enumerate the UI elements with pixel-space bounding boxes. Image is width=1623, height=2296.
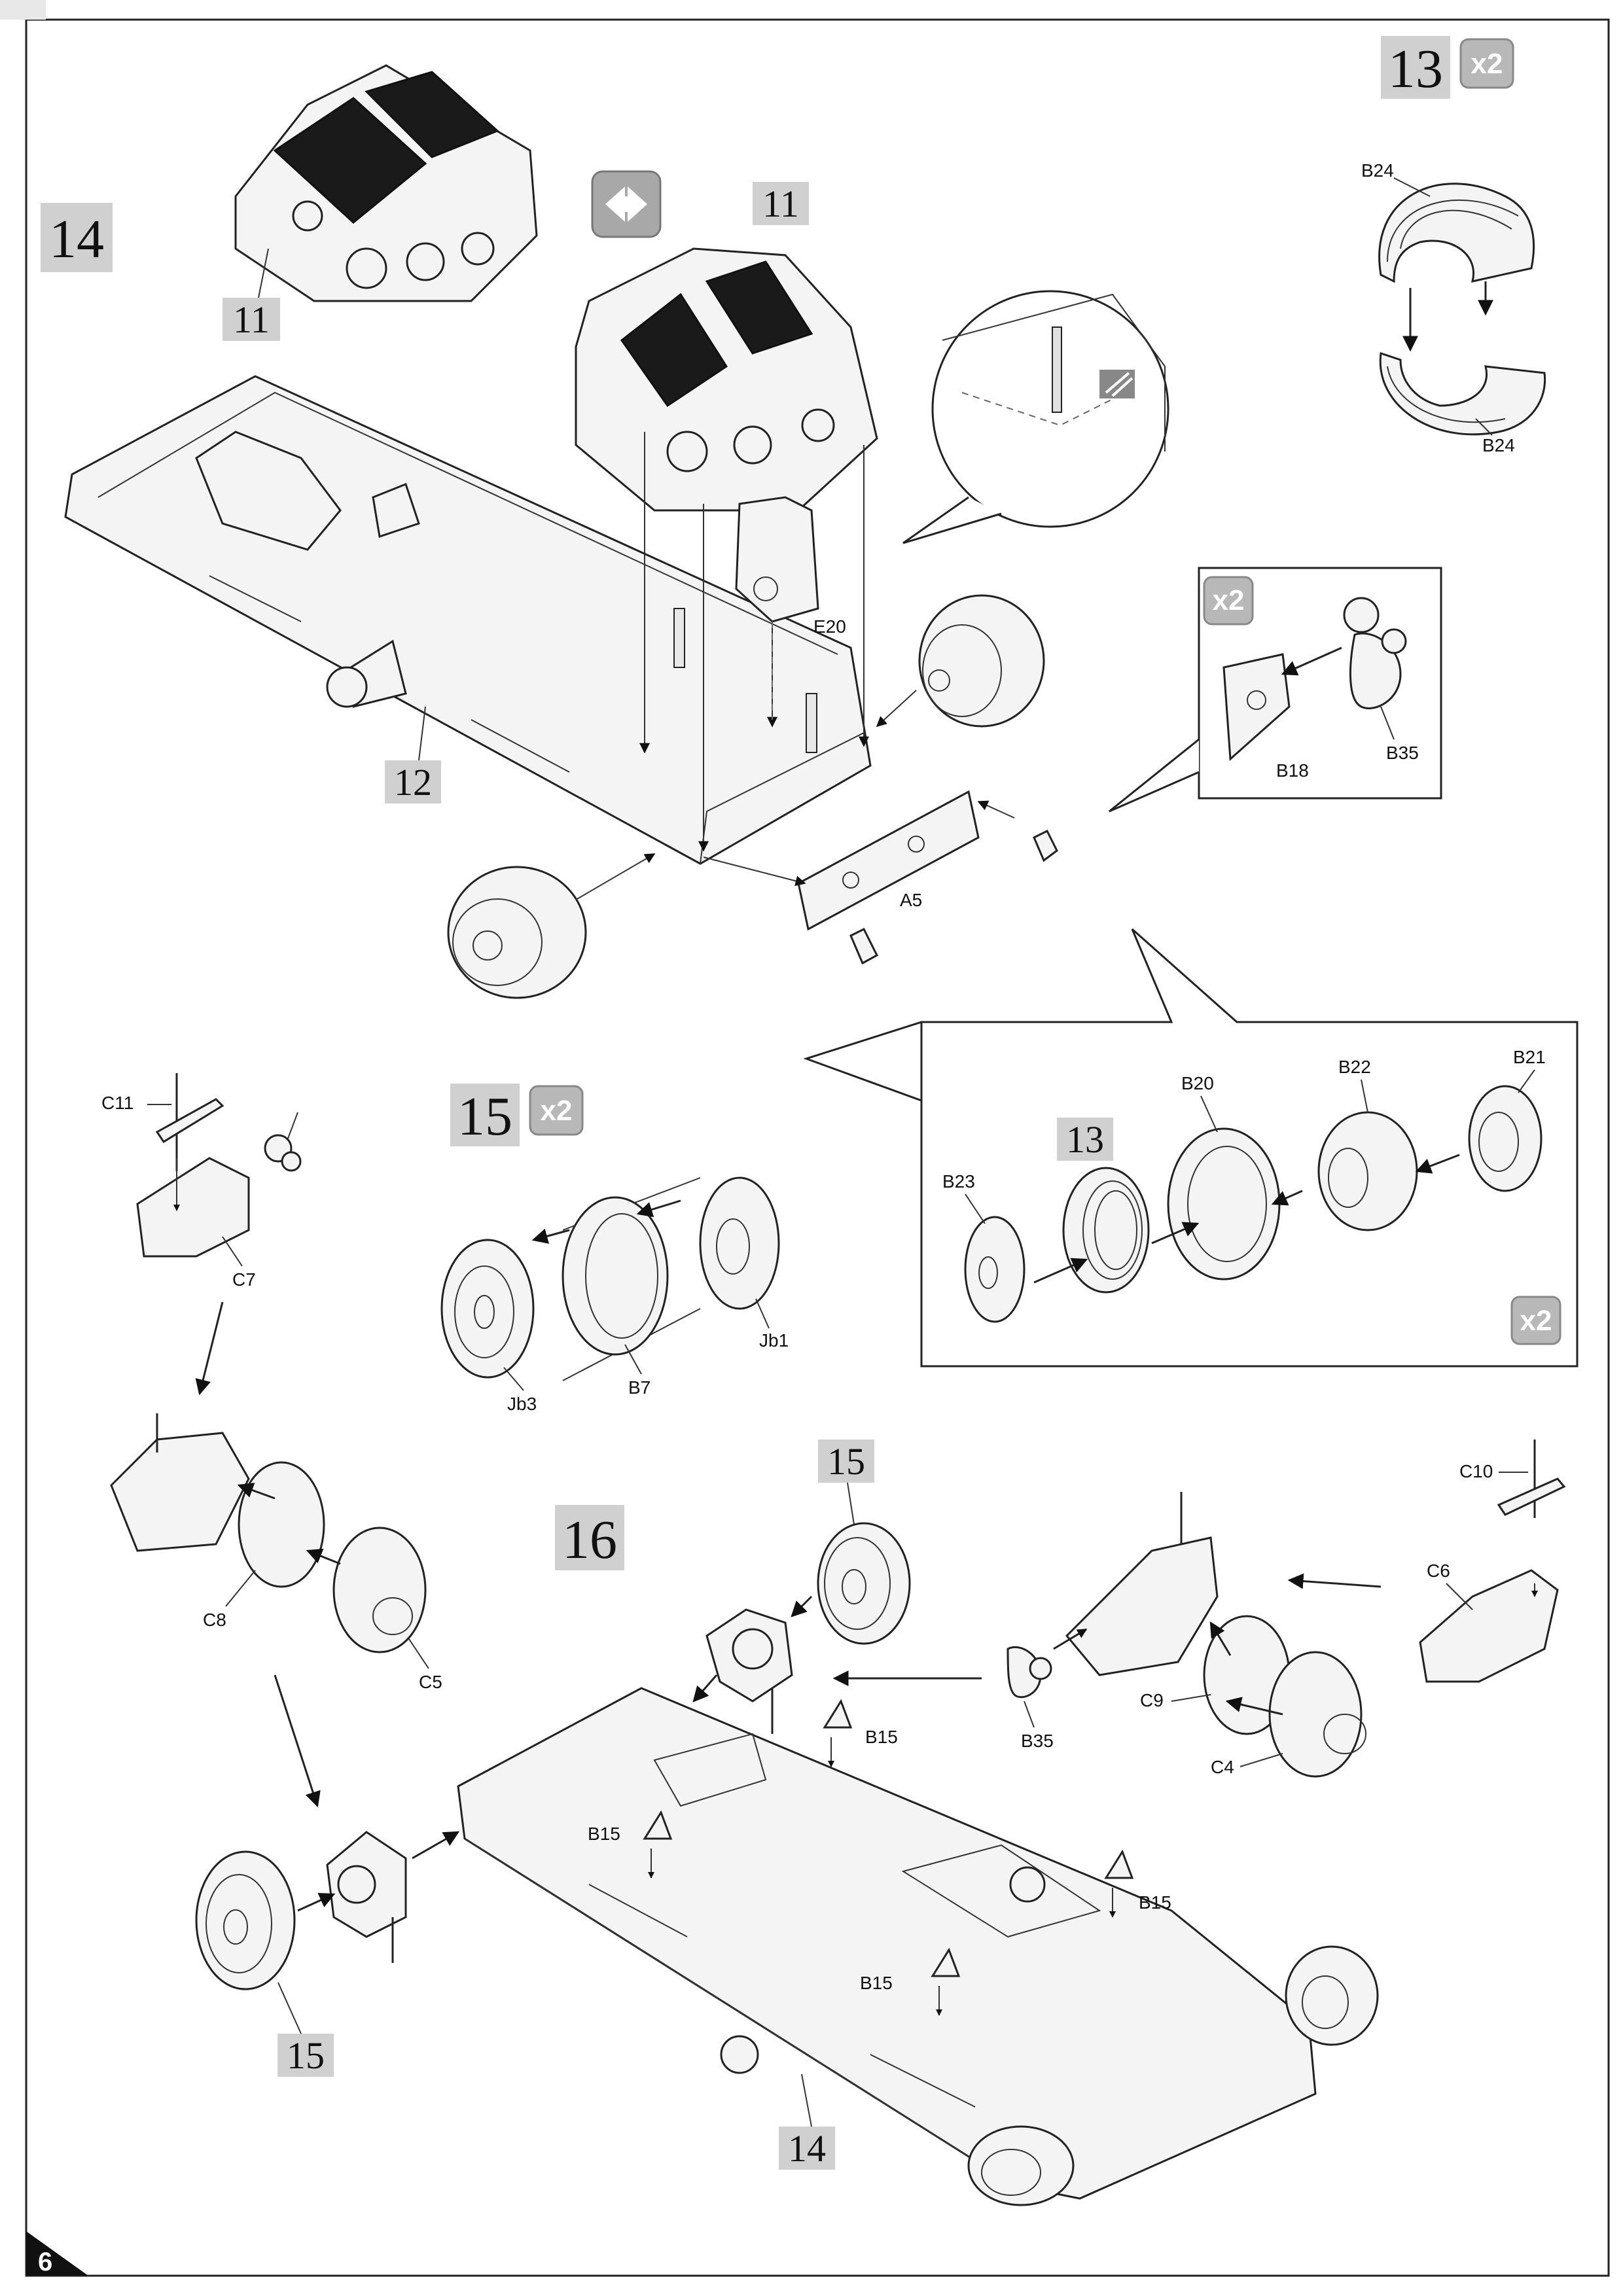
- sub-15a-badge: [818, 1439, 874, 1483]
- label-b15-c: B15: [1139, 1892, 1171, 1913]
- callout-wheel-exploded: x2: [803, 928, 1578, 1368]
- road-wheel-top: [817, 1522, 911, 1645]
- sub-11b-badge: [753, 182, 809, 225]
- callout-b18-multiplier: x2: [1213, 584, 1245, 616]
- suspension-c7-group: [136, 1073, 302, 1258]
- label-c10: C10: [1459, 1461, 1493, 1481]
- label-c9: C9: [1140, 1690, 1164, 1710]
- step-15-badge: 15 x2: [450, 1084, 584, 1147]
- step-13-badge: 13 x2: [1381, 36, 1514, 99]
- label-c11: C11: [101, 1093, 134, 1113]
- wheel-tire-parts: [1378, 183, 1546, 436]
- road-wheel-exploded: [440, 1176, 780, 1381]
- sub-13-number: 13: [1066, 1118, 1104, 1161]
- label-b15-d: B15: [860, 1973, 893, 1993]
- label-c8: C8: [203, 1610, 226, 1630]
- sub-11a-number: 11: [233, 298, 270, 341]
- flip-icon: [591, 170, 662, 238]
- header-strip: [0, 0, 46, 20]
- suspension-c8-c5-group: [110, 1413, 427, 1653]
- label-a5: A5: [900, 890, 922, 910]
- radiator-assembly-center: [575, 247, 878, 512]
- label-c7: C7: [232, 1269, 256, 1290]
- part-b15-fittings: [643, 1699, 1134, 2016]
- label-b15-a: B15: [865, 1727, 898, 1747]
- page-number: 6: [38, 2248, 52, 2276]
- label-b23: B23: [942, 1171, 975, 1192]
- sub-15a-number: 15: [827, 1440, 865, 1483]
- label-c5: C5: [419, 1672, 442, 1692]
- label-jb1: Jb1: [759, 1330, 789, 1351]
- step-13-number: 13: [1388, 39, 1443, 99]
- hull-bottom: [457, 1687, 1379, 2206]
- sub-15b-number: 15: [287, 2034, 325, 2077]
- sub-13-badge: [1057, 1118, 1113, 1161]
- page-border: [25, 18, 1610, 2277]
- label-b7: B7: [628, 1377, 651, 1398]
- callout-b18-b35: x2: [1109, 567, 1442, 813]
- label-c6: C6: [1427, 1561, 1450, 1581]
- label-b24-bottom: B24: [1482, 435, 1515, 455]
- label-b18: B18: [1276, 760, 1309, 781]
- page-number-corner: 6: [26, 2231, 88, 2276]
- step-16-number: 16: [562, 1510, 617, 1570]
- hull-main: [64, 375, 872, 865]
- step-15-number: 15: [457, 1086, 512, 1147]
- part-e20: [735, 496, 819, 623]
- step-16-badge: 16: [555, 1505, 624, 1570]
- sub-11a-badge: [223, 298, 280, 341]
- part-a5: [797, 790, 980, 931]
- drive-sprocket-left: [447, 866, 587, 999]
- label-b20: B20: [1181, 1073, 1214, 1093]
- sub-12-badge: [385, 760, 441, 804]
- radiator-assembly-left: [234, 64, 538, 302]
- suspension-arm-top: [705, 1608, 793, 1734]
- sub-11b-number: 11: [762, 183, 799, 225]
- callout-wheel-multiplier: x2: [1520, 1305, 1552, 1337]
- step-13-multiplier: x2: [1471, 48, 1503, 80]
- label-b35-a: B35: [1386, 743, 1419, 763]
- sub-14-badge: [779, 2127, 835, 2170]
- label-c4: C4: [1211, 1757, 1234, 1777]
- label-b35-b: B35: [1021, 1731, 1054, 1751]
- label-e20: E20: [813, 616, 846, 637]
- road-wheel-bottom: [195, 1831, 460, 1990]
- label-b15-b: B15: [588, 1824, 620, 1844]
- towing-hook-bottom: [849, 927, 878, 965]
- label-b24-top: B24: [1361, 160, 1394, 181]
- step-14-number: 14: [49, 209, 104, 270]
- sub-12-number: 12: [394, 761, 432, 804]
- drive-sprocket-right: [918, 594, 1045, 728]
- label-jb3: Jb3: [507, 1394, 537, 1414]
- suspension-c9-c4-group: [1007, 1492, 1366, 1778]
- label-b22: B22: [1338, 1057, 1371, 1077]
- sub-15b-badge: [277, 2034, 334, 2077]
- detail-magnifier: [902, 290, 1169, 544]
- step-14-badge: 14: [41, 203, 113, 272]
- towing-hook-right: [1033, 829, 1058, 862]
- step-15-multiplier: x2: [541, 1095, 573, 1127]
- suspension-c6-group: [1419, 1439, 1566, 1683]
- label-b21: B21: [1513, 1047, 1546, 1067]
- sub-14-number: 14: [788, 2127, 826, 2170]
